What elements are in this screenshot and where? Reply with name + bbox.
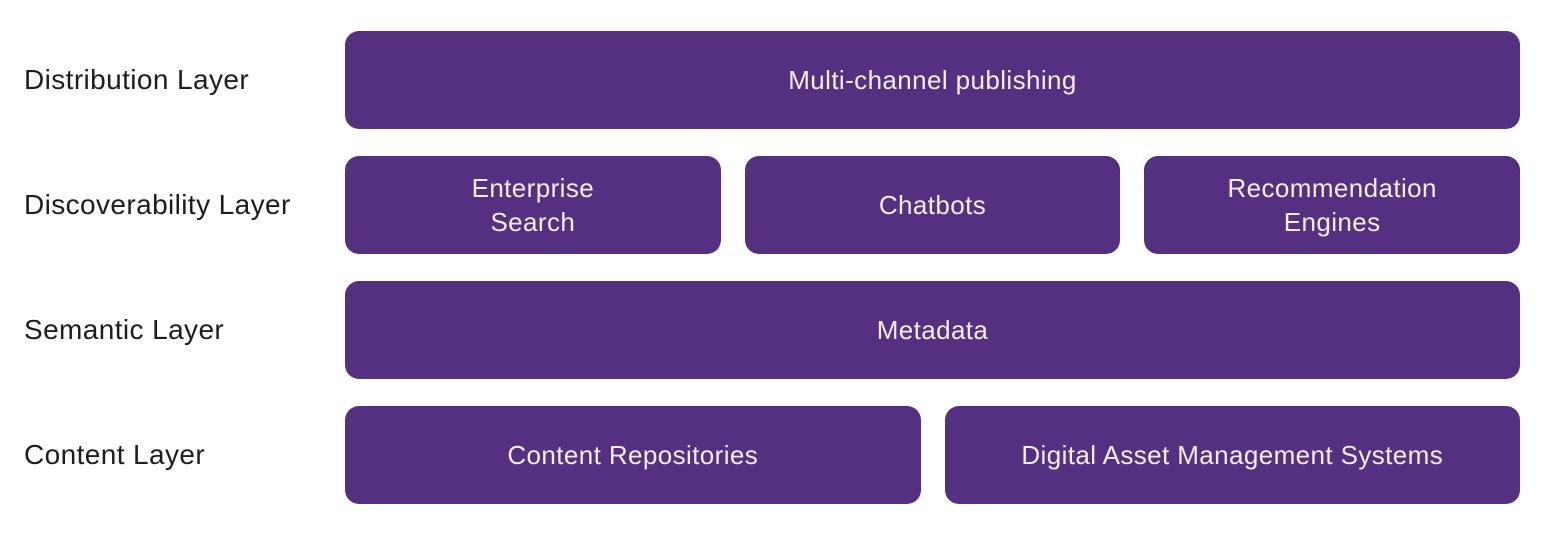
- component-box-content-repositories: Content Repositories: [345, 406, 921, 504]
- layer-boxes-discoverability: Enterprise Search Chatbots Recommendatio…: [345, 156, 1521, 254]
- component-box-chatbots: Chatbots: [744, 156, 1121, 254]
- component-box-enterprise-search: Enterprise Search: [345, 156, 721, 254]
- layer-row-discoverability: Discoverability Layer Enterprise Search …: [0, 156, 1521, 254]
- layer-row-semantic: Semantic Layer Metadata: [0, 281, 1520, 379]
- layer-boxes-distribution: Multi-channel publishing: [345, 31, 1520, 129]
- layer-label-semantic: Semantic Layer: [24, 314, 225, 345]
- component-box-digital-asset-management-systems: Digital Asset Management Systems: [944, 406, 1520, 504]
- layer-label-distribution: Distribution Layer: [24, 64, 250, 95]
- component-box-multi-channel-publishing: Multi-channel publishing: [345, 31, 1520, 129]
- layer-boxes-semantic: Metadata: [345, 281, 1520, 379]
- layer-label-discoverability: Discoverability Layer: [24, 189, 291, 220]
- component-box-recommendation-engines: Recommendation Engines: [1144, 156, 1521, 254]
- component-box-metadata: Metadata: [345, 281, 1520, 379]
- layer-row-content: Content Layer Content Repositories Digit…: [0, 406, 1520, 504]
- layer-label-content: Content Layer: [24, 439, 206, 470]
- layer-boxes-content: Content Repositories Digital Asset Manag…: [345, 406, 1520, 504]
- layer-row-distribution: Distribution Layer Multi-channel publish…: [0, 31, 1520, 129]
